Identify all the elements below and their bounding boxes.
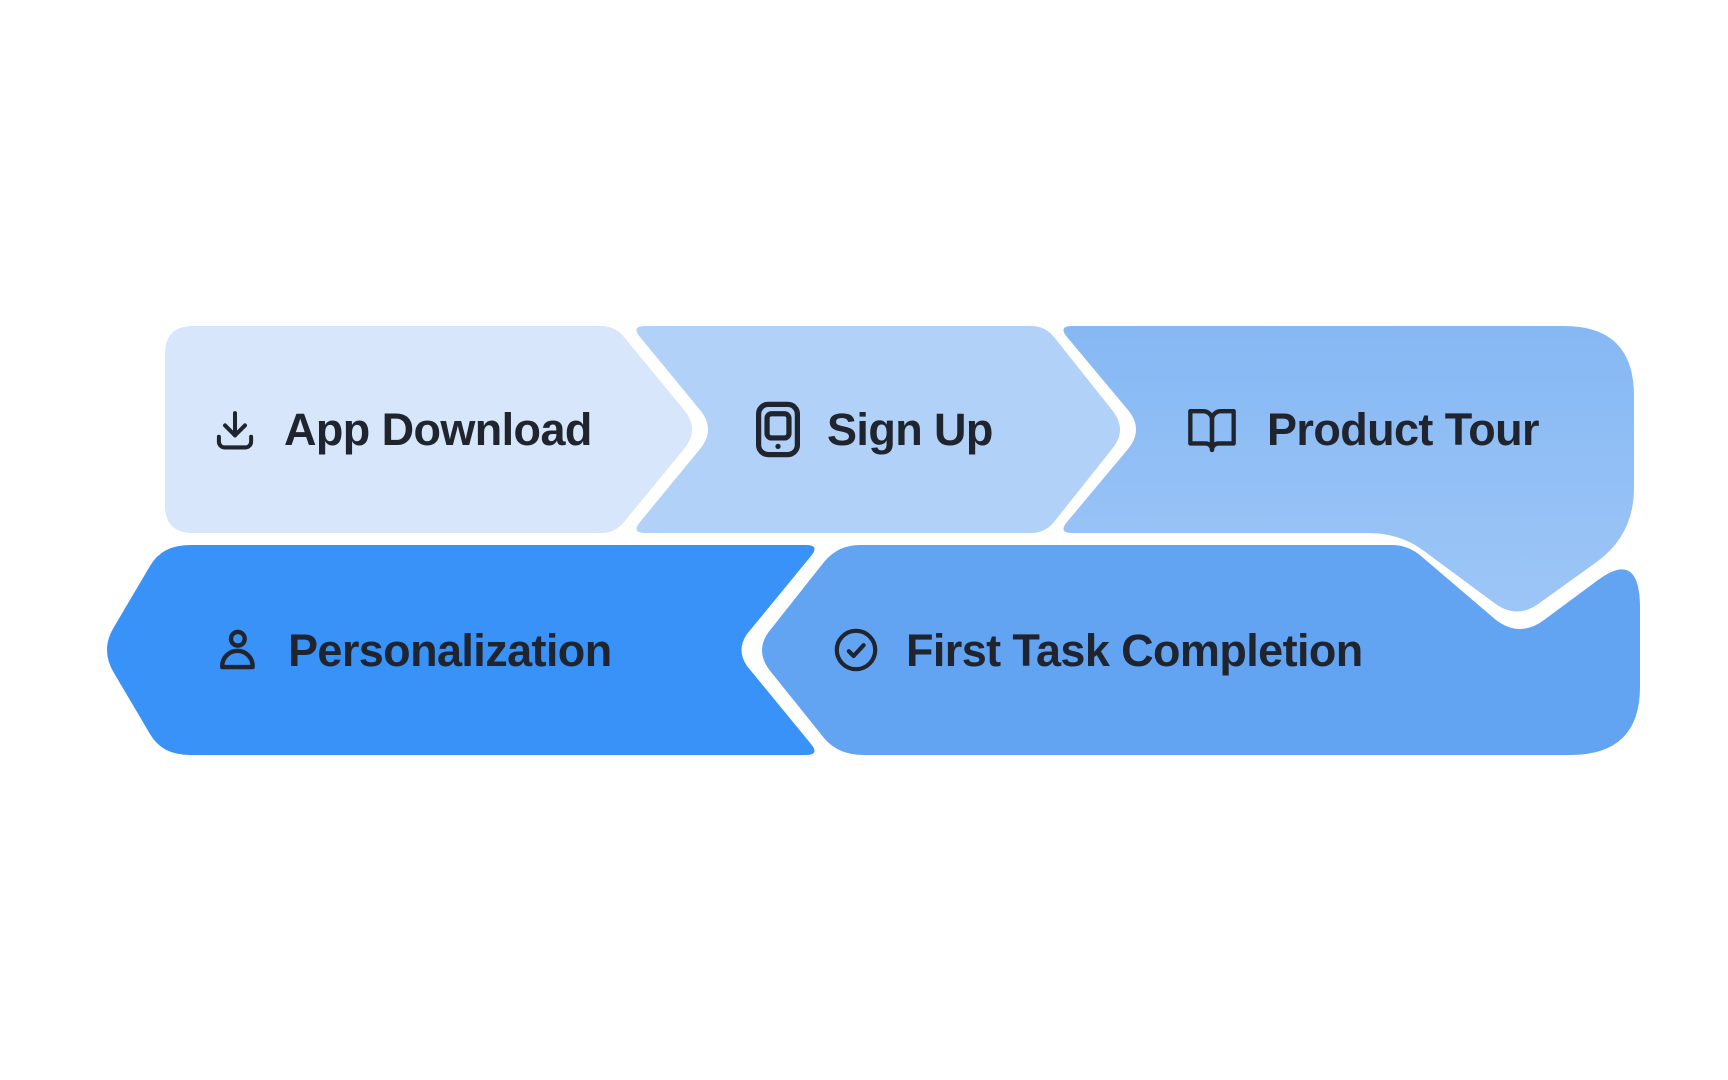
step-shape-personalization: [107, 545, 815, 755]
step-shape-product-tour: [1063, 326, 1634, 612]
step-shape-app-download: [165, 326, 692, 533]
step-shape-first-task-completion: [762, 545, 1640, 755]
step-shape-sign-up: [636, 326, 1120, 533]
